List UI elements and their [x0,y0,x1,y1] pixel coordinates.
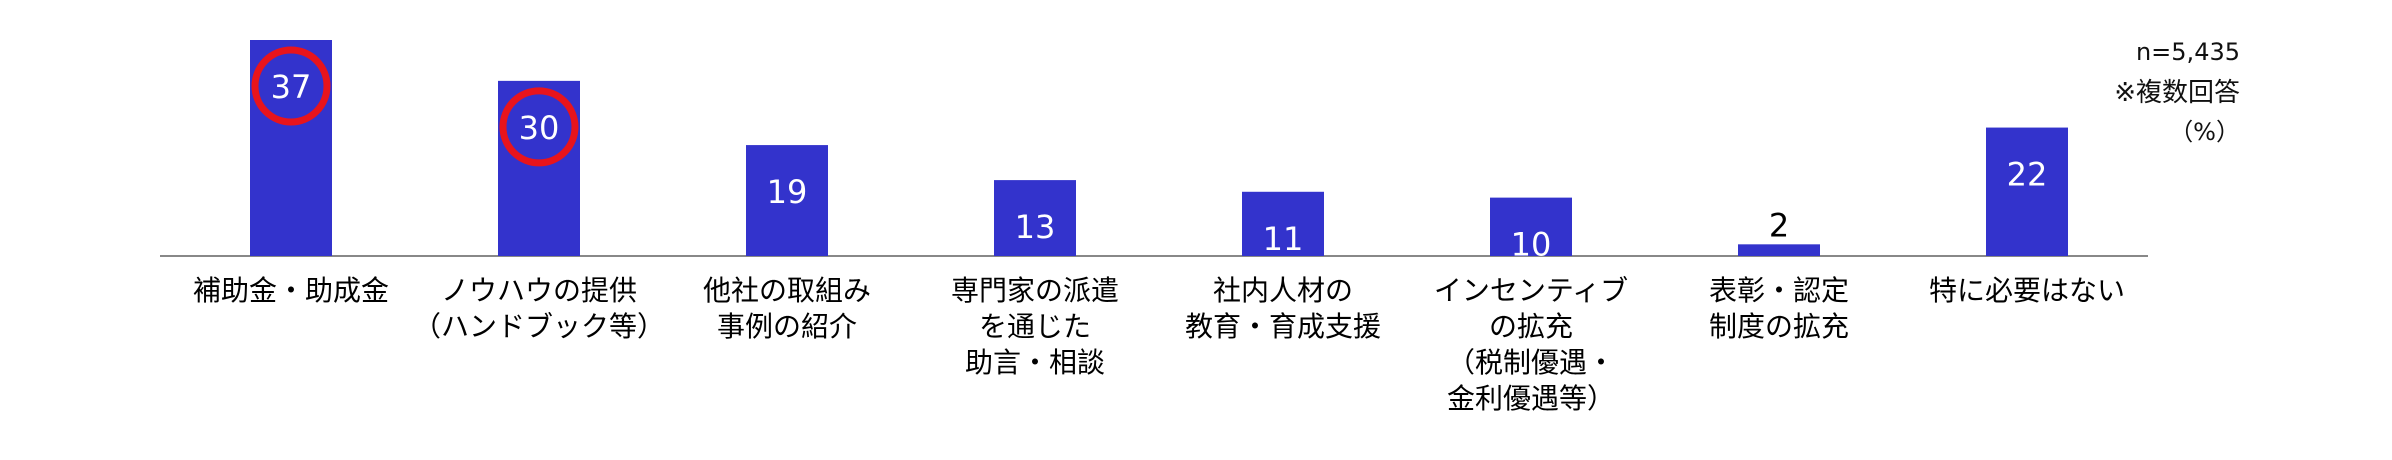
bar-0 [250,40,332,256]
value-label-4: 11 [1263,220,1304,258]
bar-3 [994,180,1076,256]
bar-7 [1986,127,2068,256]
value-label-1: 30 [519,109,560,147]
bar-2 [746,145,828,256]
category-label-0: 補助金・助成金 [193,274,389,307]
category-label-3: 専門家の派遣を通じた助言・相談 [951,274,1119,379]
category-label-4: 社内人材の教育・育成支援 [1185,274,1381,343]
category-label-1: ノウハウの提供（ハンドブック等） [413,274,665,343]
multiple-answer-note: ※複数回答 [2114,78,2240,108]
value-label-3: 13 [1015,208,1056,246]
category-label-5: インセンティブの拡充（税制優遇・金利優遇等） [1434,274,1628,415]
value-label-7: 22 [2007,156,2048,194]
bar-4 [1242,191,1324,256]
bar-6 [1738,244,1820,256]
value-label-2: 19 [767,173,808,211]
bar-1 [498,80,580,256]
category-label-7: 特に必要はない [1929,274,2125,307]
category-label-6: 表彰・認定制度の拡充 [1709,274,1849,343]
sample-size-note: n=5,435 [2135,38,2240,66]
highlight-circle-0 [251,46,331,126]
category-label-2: 他社の取組み事例の紹介 [703,274,871,343]
highlight-circle-1 [499,87,579,167]
value-label-6: 2 [1769,206,1789,244]
unit-note: （%） [2169,118,2240,146]
value-label-0: 37 [271,68,312,106]
bar-5 [1490,197,1572,256]
value-label-5: 10 [1511,226,1552,264]
